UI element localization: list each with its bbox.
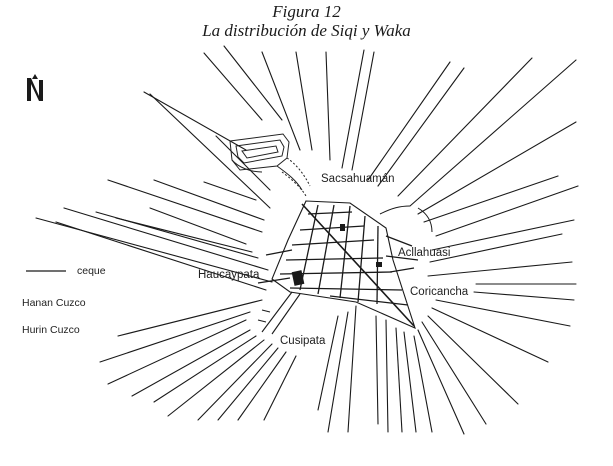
- place-label-cusipata: Cusipata: [280, 335, 326, 347]
- ceque-line: [63, 207, 269, 271]
- ceque-line: [203, 52, 263, 121]
- ceque-line: [295, 51, 313, 151]
- ceque-line: [215, 135, 271, 191]
- ceque-line: [317, 315, 339, 411]
- ceque-line: [223, 45, 283, 121]
- ceque-line: [427, 261, 573, 277]
- figure-number: Figura 12: [272, 2, 341, 21]
- ceque-line: [423, 175, 559, 223]
- ceque-line: [117, 299, 263, 337]
- ceque-line: [107, 319, 247, 385]
- ceque-line: [237, 351, 287, 421]
- ceque-line: [35, 217, 273, 283]
- ceque-line: [421, 321, 487, 425]
- ceque-line: [217, 347, 279, 421]
- ceque-line: [435, 299, 571, 327]
- ceque-line: [115, 217, 253, 253]
- ceque-line: [395, 327, 403, 433]
- ceque-line: [367, 61, 451, 181]
- ceque-line: [197, 343, 273, 421]
- ceque-line: [403, 331, 417, 433]
- place-label-coricancha: Coricancha: [410, 286, 469, 298]
- ceque-line: [417, 121, 577, 215]
- ceque-line: [351, 51, 375, 171]
- legend-ceque-label: ceque: [77, 265, 106, 277]
- ceque-line: [413, 335, 433, 433]
- plaza-blocks: [291, 224, 382, 286]
- ceque-line: [153, 179, 265, 221]
- ceque-line: [153, 335, 257, 403]
- place-label-haucaypata: Haucaypata: [198, 269, 260, 281]
- place-label-acllahuasi: Acllahuasi: [398, 247, 451, 259]
- ceque-line: [99, 311, 251, 363]
- ceque-line: [203, 181, 257, 201]
- ceque-line: [397, 57, 533, 197]
- ceque-line: [261, 51, 301, 151]
- ceque-line: [263, 355, 297, 421]
- ceque-line: [325, 51, 331, 161]
- ceque-line: [429, 233, 563, 263]
- ceque-line: [143, 91, 247, 151]
- ceque-line: [149, 93, 271, 209]
- ceque-line: [385, 319, 389, 433]
- place-label-sacsahuaman: Sacsahuamán: [321, 173, 395, 185]
- ceque-line: [377, 67, 465, 187]
- north-arrow-icon: [27, 74, 43, 101]
- ceque-line: [327, 311, 349, 433]
- ceque-line: [435, 185, 579, 237]
- angle-marks: [379, 205, 433, 233]
- ceque-line: [431, 219, 575, 251]
- ceque-lines: [35, 45, 579, 435]
- figure-title: La distribución de Siqi y Waka: [202, 21, 411, 40]
- figure-caption: Figura 12 La distribución de Siqi y Waka: [0, 0, 613, 46]
- ceque-line: [167, 339, 265, 417]
- streets-south: [257, 291, 301, 335]
- city-grid: [257, 200, 419, 329]
- legend-hanan-label: Hanan Cuzco: [22, 297, 86, 309]
- ceque-line: [131, 329, 251, 397]
- ceque-line: [347, 305, 357, 433]
- ceque-line: [431, 307, 549, 363]
- ceque-line: [417, 329, 465, 435]
- legend-hurin-label: Hurin Cuzco: [22, 324, 80, 336]
- ceque-line: [375, 315, 379, 425]
- ceque-line: [427, 315, 519, 405]
- ceque-line: [107, 179, 263, 233]
- ceque-line: [473, 291, 575, 301]
- ceque-line: [409, 59, 577, 207]
- ceque-line: [341, 49, 365, 169]
- sacsahuaman-fortress: [229, 133, 311, 197]
- ceque-line: [149, 207, 247, 245]
